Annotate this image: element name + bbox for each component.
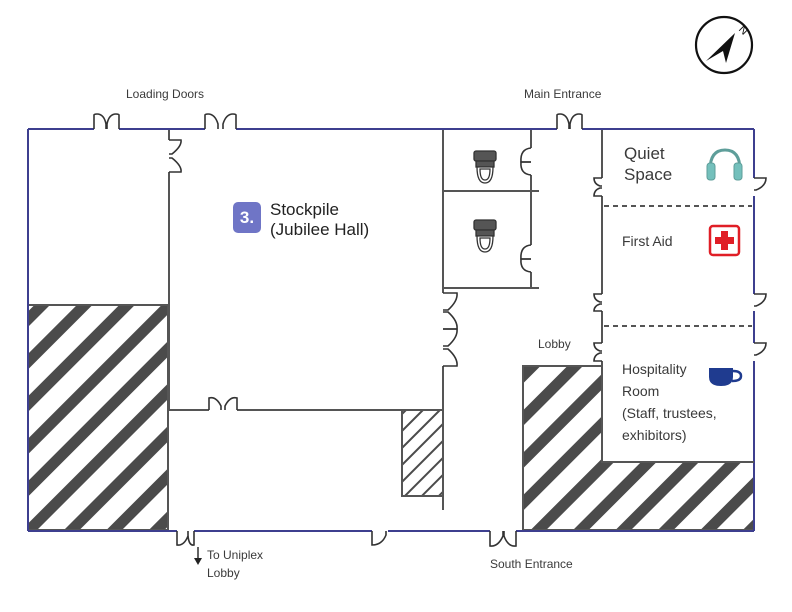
first-aid-label: First Aid [622,233,673,249]
toilet-icon [473,150,497,184]
hospitality-label-line3: (Staff, trustees, [622,405,717,421]
quiet-space-label-line1: Quiet [624,144,665,163]
hatched-area-west [27,304,169,531]
to-uniplex-label-line1: To Uniplex [207,548,264,562]
toilet-icon [473,219,497,253]
outer-wall [27,128,755,532]
hospitality-label-line1: Hospitality [622,361,687,377]
north-arrow-icon: N [694,15,754,75]
stockpile-title-line2: (Jubilee Hall) [270,220,370,239]
area-number-badge: 3. [233,202,261,233]
hospitality-label-line4: exhibitors) [622,427,687,443]
interior-walls [168,130,754,510]
first-aid-cross-icon [708,224,741,257]
hospitality-label-line2: Room [622,383,660,399]
room-dividers [604,205,752,327]
south-entrance-label: South Entrance [490,557,573,571]
tea-cup-icon [709,368,743,386]
lobby-label: Lobby [538,337,571,351]
doors [93,113,767,547]
stockpile-title-line1: Stockpile [270,200,339,219]
loading-doors-label: Loading Doors [126,87,205,101]
arrow-down-icon [194,547,202,565]
headphones-icon [706,148,743,181]
quiet-space-label-line2: Space [624,165,673,184]
to-uniplex-label-line2: Lobby [207,566,240,580]
main-entrance-label: Main Entrance [524,87,602,101]
hatched-area-pillar [401,409,444,497]
